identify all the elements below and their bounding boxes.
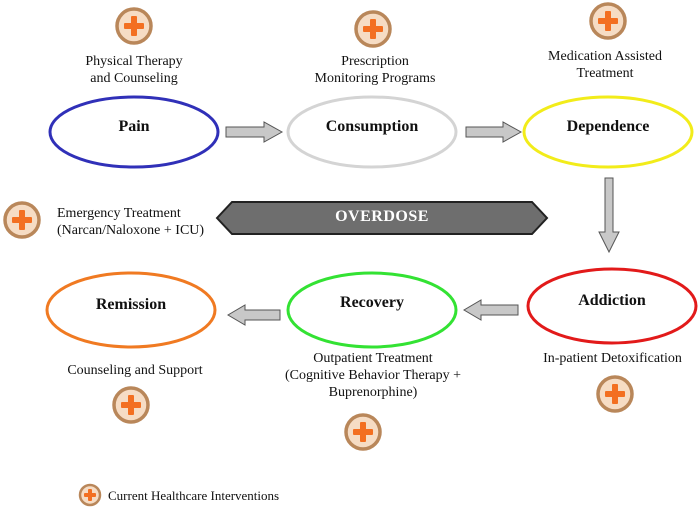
legend-label: Current Healthcare Interventions [108,488,280,503]
arrow-consumption-to-dependence [465,121,523,143]
node-recovery-title: Recovery [340,294,404,311]
node-consumption-ellipse [286,95,458,169]
arrow-addiction-to-recovery [463,299,519,321]
node-addiction-ellipse [526,267,698,345]
intervention-consumption: Prescription Monitoring Programs [314,54,436,86]
plus-icon-legend [78,483,102,507]
arrow-pain-to-consumption [225,121,284,143]
plus-icon-overdose [3,201,41,239]
node-remission-title: Remission [95,296,167,313]
intervention-remission: Counseling and Support [67,363,203,378]
plus-icon-recovery [344,413,382,451]
intervention-dependence: Medication Assisted Treatment [548,49,662,81]
plus-icon-dependence [589,2,627,40]
node-pain-title: Pain [118,118,150,135]
node-pain-ellipse [48,95,220,169]
node-recovery-ellipse [286,271,458,349]
intervention-recovery: Outpatient Treatment (Cognitive Behavior… [285,351,461,400]
node-addiction-title: Addiction [578,292,646,309]
plus-icon-remission [112,386,150,424]
intervention-addiction: In-patient Detoxification [543,351,682,366]
intervention-overdose: Emergency Treatment (Narcan/Naloxone + I… [57,206,205,238]
overdose-banner [215,201,549,235]
node-remission-ellipse [45,271,217,349]
arrow-dependence-to-addiction [598,177,620,254]
plus-icon-consumption [354,10,392,48]
node-consumption-title: Consumption [325,118,419,135]
node-dependence-title: Dependence [566,118,650,135]
arrow-recovery-to-remission [227,304,281,326]
plus-icon-pain [115,7,153,45]
node-dependence-ellipse [522,95,694,169]
intervention-pain: Physical Therapy and Counseling [85,54,183,86]
plus-icon-addiction [596,375,634,413]
overdose-label: OVERDOSE [335,208,429,225]
